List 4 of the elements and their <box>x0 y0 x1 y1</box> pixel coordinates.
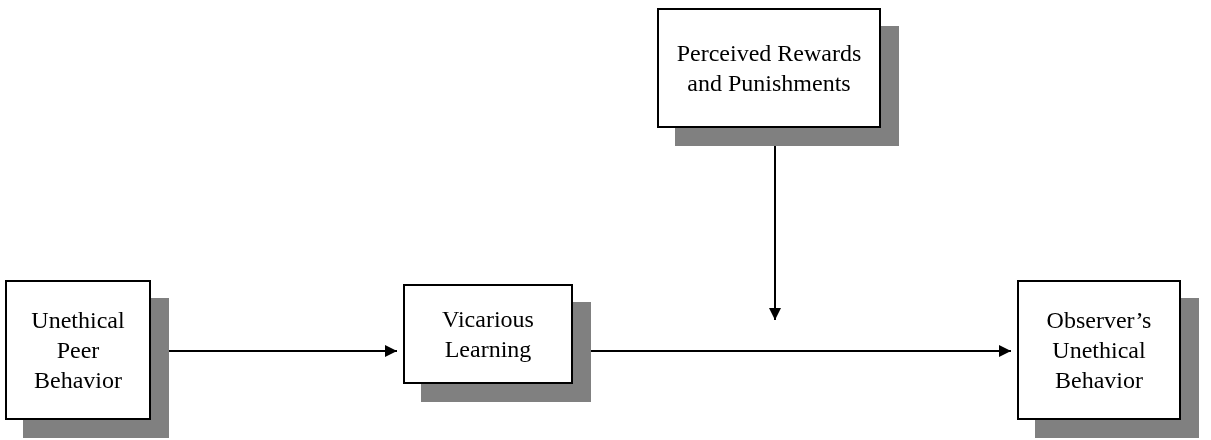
box-label: Vicarious Learning <box>441 305 535 364</box>
box-label: Unethical Peer Behavior <box>30 306 126 395</box>
box-label: Observer’s Unethical Behavior <box>1045 306 1153 395</box>
box-label: Perceived Rewards and Punishments <box>675 39 863 98</box>
